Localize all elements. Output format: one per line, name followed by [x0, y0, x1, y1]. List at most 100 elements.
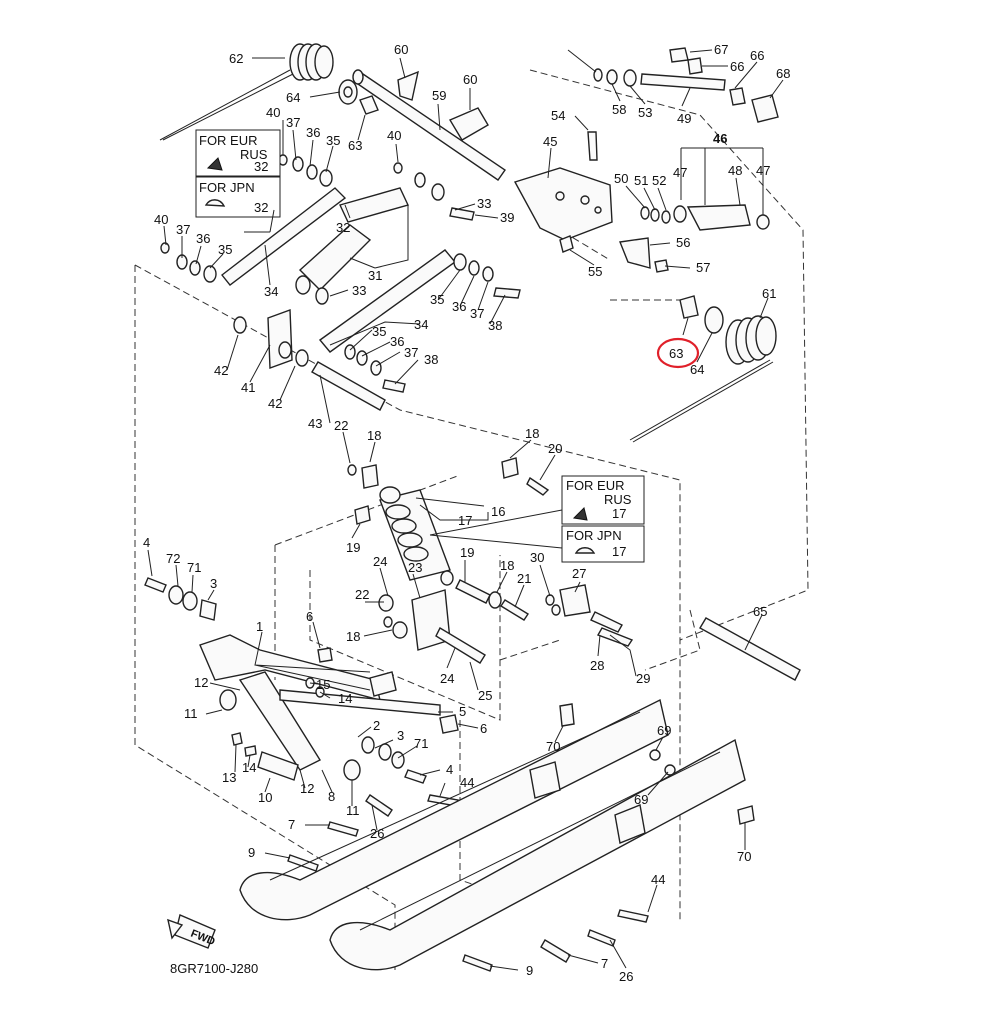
- part-number: 9: [248, 845, 255, 860]
- part-number: 1: [256, 619, 263, 634]
- part-number: 44: [460, 775, 474, 790]
- part-number: 40: [387, 128, 401, 143]
- part-number: 3: [397, 728, 404, 743]
- collar-18c: [488, 591, 502, 609]
- part-number: 30: [530, 550, 544, 565]
- part-number: 37: [176, 222, 190, 237]
- torsion-spring-62: [289, 43, 334, 81]
- part-number: 45: [543, 134, 557, 149]
- part-number: 12: [300, 781, 314, 796]
- part-number: 37: [470, 306, 484, 321]
- part-number: 66: [730, 59, 744, 74]
- region-line1: FOR JPN: [566, 528, 622, 543]
- part-number: 18: [500, 558, 514, 573]
- part-number: 57: [696, 260, 710, 275]
- part-number: 34: [264, 284, 278, 299]
- collar-63: [359, 95, 379, 115]
- part-number: 8: [328, 789, 335, 804]
- part-number: 33: [477, 196, 491, 211]
- region-box-jpn-32: FOR JPN 32: [195, 176, 281, 218]
- part-number: 48: [728, 163, 742, 178]
- part-number: 38: [424, 352, 438, 367]
- part-number: 4: [143, 535, 150, 550]
- part-number: 67: [714, 42, 728, 57]
- ring-53: [623, 69, 637, 87]
- part-number: 21: [517, 571, 531, 586]
- part-number: 53: [638, 105, 652, 120]
- bracket-60: [397, 70, 419, 101]
- part-number: 44: [651, 872, 665, 887]
- region-line1: FOR EUR: [566, 478, 625, 493]
- part-number: 46: [713, 131, 727, 146]
- part-number: 6: [306, 609, 313, 624]
- part-number: 68: [776, 66, 790, 81]
- part-number: 40: [266, 105, 280, 120]
- region-line2: RUS: [240, 147, 268, 162]
- part-number: 22: [334, 418, 348, 433]
- rear-shock-16: [379, 486, 454, 586]
- part-number: 70: [737, 849, 751, 864]
- part-number: 72: [166, 551, 180, 566]
- part-number: 41: [241, 380, 255, 395]
- region-box-eur-17: FOR EUR RUS 17: [561, 475, 645, 525]
- part-number: 43: [308, 416, 322, 431]
- part-number: 7: [601, 956, 608, 971]
- part-number: 56: [676, 235, 690, 250]
- link-rods-34: [221, 187, 457, 353]
- bolt-20: [526, 476, 550, 496]
- part-number: 39: [500, 210, 514, 225]
- region-part: 32: [254, 159, 268, 174]
- part-number: 17: [458, 513, 472, 528]
- region-box-jpn-17: FOR JPN 17: [561, 525, 645, 563]
- slide-rails: [239, 698, 746, 971]
- washer-64b: [704, 306, 724, 334]
- part-number: 14: [242, 760, 256, 775]
- diagram-code: 8GR7100-J280: [170, 961, 258, 976]
- part-number: 59: [432, 88, 446, 103]
- region-box-eur-32: FOR EUR RUS 32: [195, 129, 281, 177]
- leader-lines: [147, 49, 784, 971]
- part-number: 32: [336, 220, 350, 235]
- part-number: 20: [548, 441, 562, 456]
- part-number: 42: [268, 396, 282, 411]
- ring-52: [661, 210, 671, 224]
- collar-66b: [729, 87, 746, 106]
- part-number: 22: [355, 587, 369, 602]
- part-number: 71: [414, 736, 428, 751]
- part-number: 54: [551, 108, 565, 123]
- collar-67: [669, 47, 689, 63]
- part-number: 47: [756, 163, 770, 178]
- arm-46: [673, 204, 770, 231]
- bracket-41: [267, 309, 293, 369]
- bracket-45: [513, 167, 613, 241]
- region-line2: RUS: [604, 492, 632, 507]
- part-number: 18: [346, 629, 360, 644]
- part-number: 63: [669, 346, 683, 361]
- part-number: 37: [286, 115, 300, 130]
- part-number: 3: [210, 576, 217, 591]
- plate-56: [619, 237, 651, 269]
- torsion-spring-rods: [159, 69, 774, 443]
- part-number: 36: [452, 299, 466, 314]
- part-number: 42: [214, 363, 228, 378]
- part-number: 13: [222, 770, 236, 785]
- region-part: 17: [612, 544, 626, 559]
- part-number: 40: [154, 212, 168, 227]
- part-number: 35: [326, 133, 340, 148]
- part-number: 4: [446, 762, 453, 777]
- part-number: 31: [368, 268, 382, 283]
- washer-64-hole: [343, 86, 353, 98]
- part-number: 36: [390, 334, 404, 349]
- part-number: 35: [218, 242, 232, 257]
- part-number: 55: [588, 264, 602, 279]
- part-number: 36: [306, 125, 320, 140]
- part-number: 58: [612, 102, 626, 117]
- region-line1: FOR EUR: [199, 133, 258, 148]
- part-number: 49: [677, 111, 691, 126]
- part-number: 69: [657, 723, 671, 738]
- nut-55: [559, 235, 574, 253]
- part-number: 18: [367, 428, 381, 443]
- part-number: 29: [636, 671, 650, 686]
- part-number: 51: [634, 173, 648, 188]
